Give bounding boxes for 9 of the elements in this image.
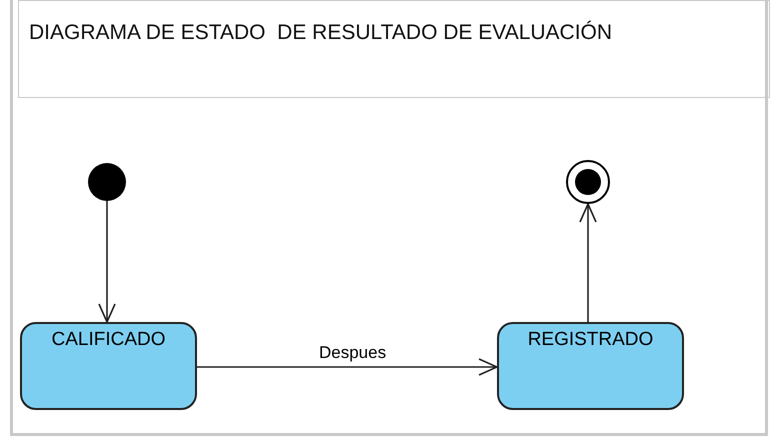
final-state-icon [566,160,610,204]
diagram-title: DIAGRAMA DE ESTADO DE RESULTADO DE EVALUACIÓN [18,0,770,98]
transition-arrow [98,201,116,323]
initial-state-dot [88,163,126,201]
edge-label: Despues [317,343,388,363]
transition-arrow [197,358,498,376]
state-box: REGISTRADO [497,322,684,410]
transition-arrow [579,203,597,322]
state-box: CALIFICADO [20,322,197,410]
